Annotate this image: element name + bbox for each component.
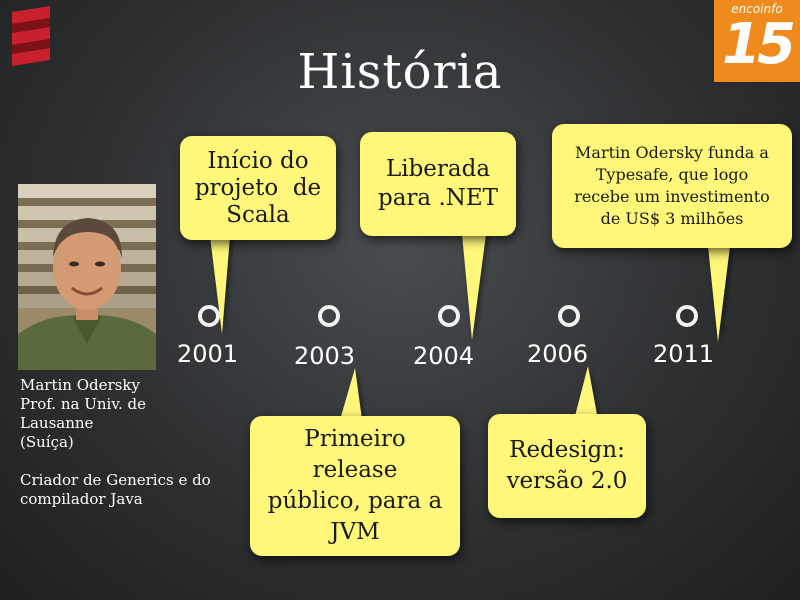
bubble-2004: Liberada para .NET [360, 132, 516, 236]
bio-text: Martin Odersky Prof. na Univ. de Lausann… [20, 376, 250, 509]
bubble-2001-line: Início do [207, 147, 309, 174]
scala-logo-icon [12, 6, 50, 66]
year-label-2011: 2011 [653, 340, 715, 368]
timeline-node-2004 [438, 305, 460, 327]
bubble-tail-2004 [462, 234, 486, 340]
bubble-2011-line: Typesafe, que logo [595, 165, 749, 184]
slide-title: História [297, 44, 503, 100]
bubble-2011-line: recebe um investimento [574, 187, 770, 206]
event-logo: encoinfo 15 [714, 0, 800, 82]
bubble-2006: Redesign: versão 2.0 [488, 414, 646, 518]
bio-line-place: Lausanne [20, 414, 94, 432]
year-label-2003: 2003 [294, 342, 356, 370]
event-logo-name: encoinfo [731, 2, 783, 16]
bubble-2006-line: versão 2.0 [506, 468, 628, 494]
bubble-2003: Primeiro release público, para a JVM [250, 416, 460, 556]
year-label-2004: 2004 [413, 342, 475, 370]
bubble-2011-line: Martin Odersky funda a [575, 143, 769, 162]
bubble-2003-line: release [312, 457, 398, 483]
bio-line-role: Prof. na Univ. de [20, 395, 147, 413]
bubble-tail-2006 [574, 366, 598, 420]
timeline-node-2001 [198, 305, 220, 327]
event-logo-number: 15 [722, 12, 796, 77]
bio-line-country: (Suíça) [20, 433, 74, 451]
bubble-2011-line: de US$ 3 milhões [600, 209, 744, 228]
bubble-2003-line: Primeiro [304, 426, 406, 452]
bubble-2003-line: JVM [330, 519, 380, 545]
bubble-2001-line: Scala [226, 201, 290, 228]
bubble-2001-line: projeto de [194, 174, 322, 201]
portrait-photo [18, 184, 156, 370]
bubble-2004-line: Liberada [385, 156, 491, 182]
year-label-2006: 2006 [527, 340, 589, 368]
bubble-2006-line: Redesign: [509, 437, 625, 463]
bubble-2011: Martin Odersky funda a Typesafe, que log… [552, 124, 792, 248]
bubble-2003-line: público, para a [267, 488, 443, 514]
bio-line-name: Martin Odersky [20, 376, 140, 394]
timeline-node-2003 [318, 305, 340, 327]
bubble-2001: Início do projeto de Scala [180, 136, 336, 240]
timeline-node-2011 [676, 305, 698, 327]
bubble-tail-2011 [708, 246, 730, 342]
year-label-2001: 2001 [177, 340, 239, 368]
bio-line-achievement-2: compilador Java [20, 490, 143, 508]
bubble-2004-line: para .NET [377, 185, 499, 211]
bio-line-achievement: Criador de Generics e do [20, 471, 211, 489]
bubble-tail-2003 [340, 368, 362, 420]
timeline-node-2006 [558, 305, 580, 327]
